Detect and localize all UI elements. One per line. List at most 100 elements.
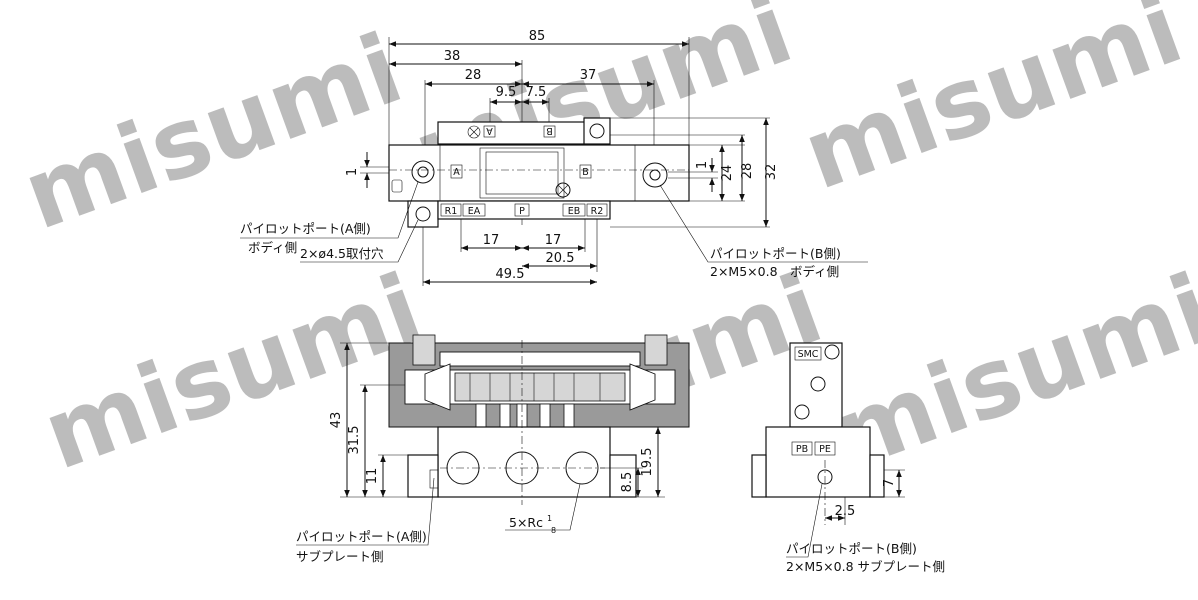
- leader-mount-holes: [300, 219, 419, 263]
- port-b-label: B: [582, 167, 589, 178]
- top-port-a: A: [486, 125, 493, 136]
- port-pb: PB: [796, 444, 808, 455]
- dim-31-5: 31.5: [347, 426, 362, 455]
- port-eb-box: [562, 203, 586, 217]
- side-view: SMC PB PE 2.5 7 パイロットポート(B側) 2×M5×0.8 サブ…: [751, 342, 945, 574]
- dim-7: 7: [882, 479, 897, 487]
- mount-hole-icon: [589, 123, 605, 139]
- port-channel: [475, 403, 487, 428]
- label-rc-den: 8: [551, 526, 556, 535]
- port-r2: R2: [591, 206, 604, 217]
- dim-20-5: 20.5: [546, 251, 575, 266]
- label-rc-num: 1: [547, 514, 552, 523]
- label-pilot-a-line2: ボディ側: [248, 240, 297, 255]
- label-pilot-a-line1: パイロットポート(A側): [240, 221, 371, 236]
- rc-port-icon: [565, 451, 599, 485]
- dim-37: 37: [580, 68, 597, 83]
- port-b-box: [579, 164, 592, 179]
- dim-28-v: 28: [740, 163, 755, 180]
- side-body: [789, 342, 843, 428]
- sub-plate: [437, 426, 611, 498]
- manual-override-icon: [555, 182, 571, 198]
- dim-19-5: 19.5: [640, 448, 655, 477]
- dim-9-5: 9.5: [496, 85, 517, 100]
- port-strip-bottom: [437, 200, 611, 220]
- dim-24: 24: [720, 165, 735, 182]
- port-channel: [539, 403, 551, 428]
- piston-right: [629, 363, 656, 411]
- smc-plate: [794, 346, 822, 361]
- leader-pilot-b-sub: [786, 483, 823, 558]
- pilot-port-b-bore: [649, 169, 661, 181]
- top-port-b: B: [546, 125, 553, 136]
- side-tab-right: [869, 454, 885, 498]
- front-view: 43 31.5 11 19.5 8.5 パイロットポート(A側) サブプレート側…: [296, 334, 690, 564]
- side-port-icon: [810, 376, 826, 392]
- port-channel: [499, 403, 511, 428]
- indicator-frame: [479, 147, 565, 199]
- port-p: P: [519, 206, 525, 217]
- pilot-passage: [439, 351, 641, 367]
- mount-tab-bottom-left: [407, 200, 439, 228]
- dim-49-5: 49.5: [496, 267, 525, 282]
- port-pe: PE: [819, 444, 831, 455]
- side-sub-plate: [765, 426, 871, 498]
- pilot-port-b-fitting-icon: [642, 162, 668, 188]
- watermark-text: misumi: [790, 0, 1196, 212]
- left-plug: [391, 179, 403, 193]
- label-pilot-a-sub-line2: サブプレート側: [296, 549, 384, 564]
- piston-left: [424, 363, 451, 411]
- top-fitting-left: [412, 334, 436, 366]
- port-channel: [563, 403, 575, 428]
- port-a-box: [450, 164, 463, 179]
- dim-17b: 17: [545, 233, 562, 248]
- dim-1-left: 1: [345, 168, 360, 176]
- leader-pilot-a-sub: [296, 477, 435, 546]
- port-r2-box: [586, 203, 608, 217]
- leader-pilot-a: [240, 181, 419, 239]
- side-tab-left: [751, 454, 767, 498]
- watermark-text: misumi: [10, 13, 416, 252]
- dim-1-right: 1: [695, 161, 710, 169]
- port-ea-box: [462, 203, 486, 217]
- valve-body-top: [388, 144, 690, 202]
- pilot-port-a-sub: [429, 469, 439, 489]
- port-pb-box: [791, 441, 813, 456]
- dim-32: 32: [764, 164, 779, 181]
- label-mount-holes: 2×ø4.5取付穴: [300, 246, 384, 261]
- mount-tab-top-right: [583, 117, 611, 145]
- leader-rc-ports: [505, 483, 581, 531]
- pilot-strip: [437, 121, 587, 145]
- port-p-box: [514, 203, 530, 217]
- port-a-label: A: [453, 167, 460, 178]
- dim-28: 28: [465, 68, 482, 83]
- top-port-a-box: [483, 125, 496, 138]
- watermark-text: misumi: [30, 253, 436, 492]
- label-pilot-b-line2: 2×M5×0.8 ボディ側: [710, 264, 839, 279]
- port-pe-box: [814, 441, 836, 456]
- spool: [454, 372, 626, 402]
- dim-8-5: 8.5: [620, 472, 635, 493]
- port-r1: R1: [445, 206, 458, 217]
- dim-2-5: 2.5: [835, 504, 856, 519]
- top-fitting-right: [644, 334, 668, 366]
- mount-hole-icon: [415, 206, 431, 222]
- label-pilot-b-sub-line1: パイロットポート(B側): [786, 541, 917, 556]
- label-pilot-b-line1: パイロットポート(B側): [710, 246, 841, 261]
- label-pilot-a-sub-line1: パイロットポート(A側): [296, 529, 427, 544]
- dim-43: 43: [329, 412, 344, 429]
- side-screw-icon: [794, 404, 810, 420]
- leader-pilot-b: [659, 184, 868, 263]
- side-screw-icon: [824, 344, 840, 360]
- label-pilot-b-sub-line2: 2×M5×0.8 サブプレート側: [786, 559, 945, 574]
- dim-38: 38: [444, 49, 461, 64]
- screw-slot: [557, 184, 569, 196]
- port-r1-box: [440, 203, 462, 217]
- port-eb: EB: [568, 206, 581, 217]
- dim-11: 11: [365, 468, 380, 485]
- dim-17a: 17: [483, 233, 500, 248]
- smc-label: SMC: [798, 349, 819, 360]
- dim-overall: 85: [529, 29, 546, 44]
- pilot-port-a-bore: [417, 166, 429, 178]
